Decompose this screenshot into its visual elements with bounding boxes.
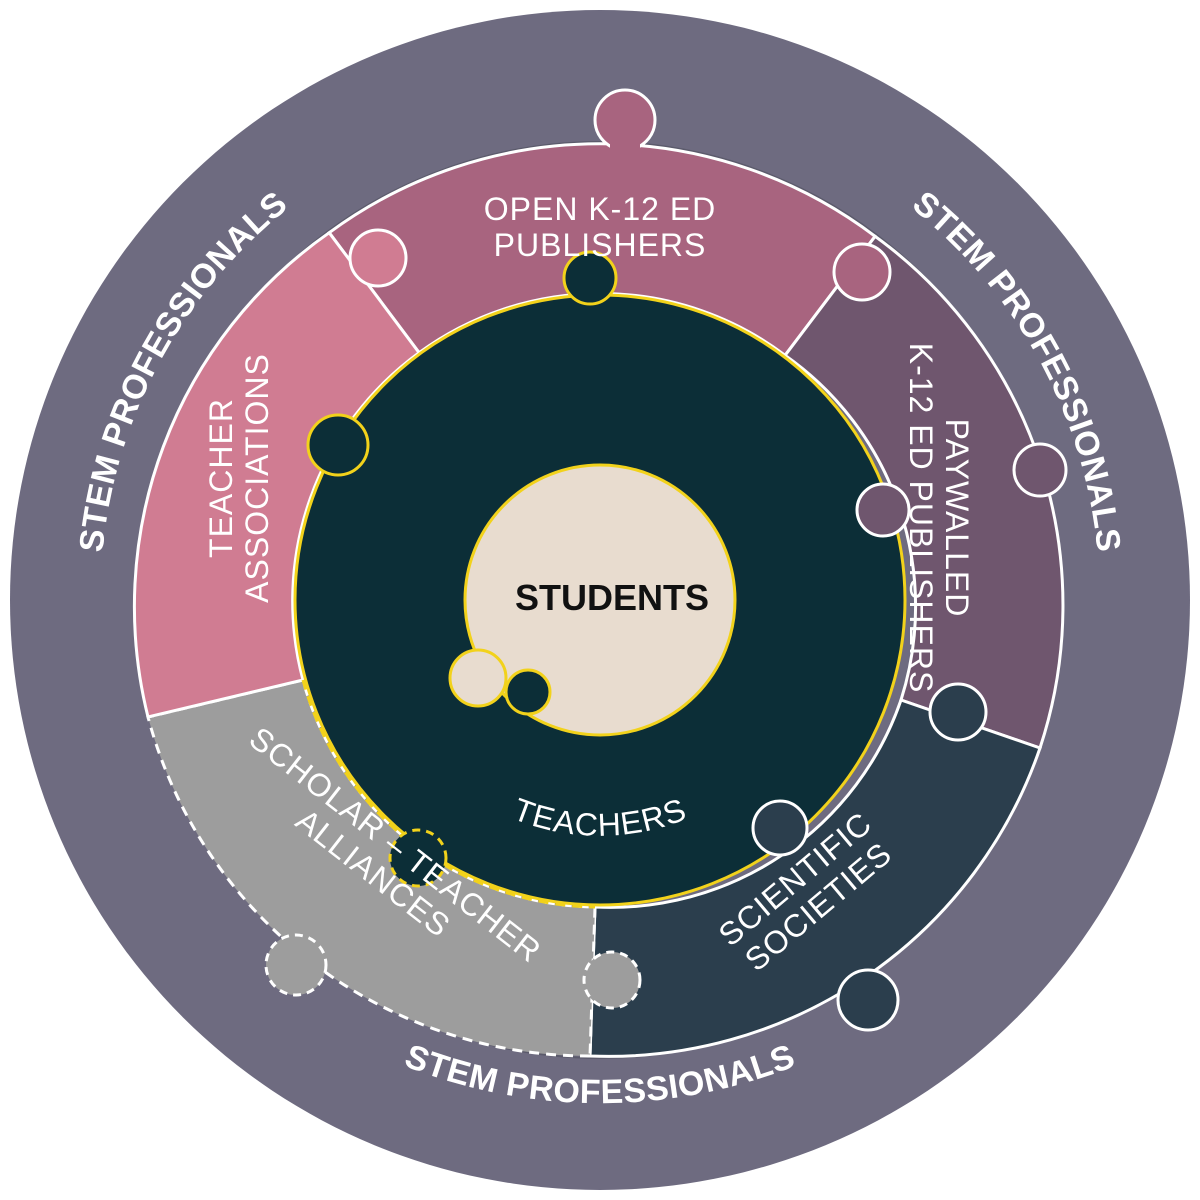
students-tab bbox=[448, 648, 508, 708]
students-label: STUDENTS bbox=[515, 577, 709, 618]
teachers-notch-right bbox=[855, 482, 911, 538]
outer-puzzle-tabs bbox=[264, 88, 1068, 1032]
teachers-tab-top bbox=[562, 250, 618, 306]
svg-text:OPEN K-12 ED: OPEN K-12 ED bbox=[484, 191, 717, 227]
segment-scientific-societies[interactable] bbox=[588, 698, 1042, 1058]
svg-text:ASSOCIATIONS: ASSOCIATIONS bbox=[239, 353, 275, 603]
teachers-tab-left bbox=[306, 413, 370, 477]
tab-scholar-right bbox=[582, 950, 642, 1010]
segment-ring bbox=[132, 142, 1065, 1058]
teachers-scholar-dashed-edge bbox=[301, 679, 596, 909]
teachers-puzzle-tabs bbox=[306, 250, 911, 888]
students-notch bbox=[504, 668, 552, 716]
tab-open-top-neck bbox=[610, 135, 640, 165]
students-circle bbox=[463, 463, 737, 737]
tab-scholar-left bbox=[264, 933, 328, 997]
teachers-notch-bottom-right bbox=[751, 799, 809, 857]
tab-scientific-bottom bbox=[836, 968, 900, 1032]
svg-text:PAYWALLED: PAYWALLED bbox=[939, 419, 975, 618]
teachers-tab-bottom bbox=[388, 828, 448, 888]
tab-open-right bbox=[832, 242, 892, 302]
label-teacher-associations: TEACHER ASSOCIATIONS bbox=[203, 353, 275, 603]
segment-teacher-associations[interactable] bbox=[132, 230, 422, 719]
tab-scientific-top bbox=[928, 682, 988, 742]
tab-paywalled-right bbox=[1012, 442, 1068, 498]
tab-teacher-assoc bbox=[348, 228, 408, 288]
svg-text:PUBLISHERS: PUBLISHERS bbox=[494, 227, 707, 263]
label-open-publishers: OPEN K-12 ED PUBLISHERS bbox=[484, 191, 717, 263]
svg-text:K-12 ED PUBLISHERS: K-12 ED PUBLISHERS bbox=[903, 343, 939, 694]
label-paywalled-publishers: PAYWALLED K-12 ED PUBLISHERS bbox=[903, 343, 975, 694]
svg-text:TEACHER: TEACHER bbox=[203, 398, 239, 558]
segment-paywalled-publishers[interactable] bbox=[782, 234, 1065, 750]
